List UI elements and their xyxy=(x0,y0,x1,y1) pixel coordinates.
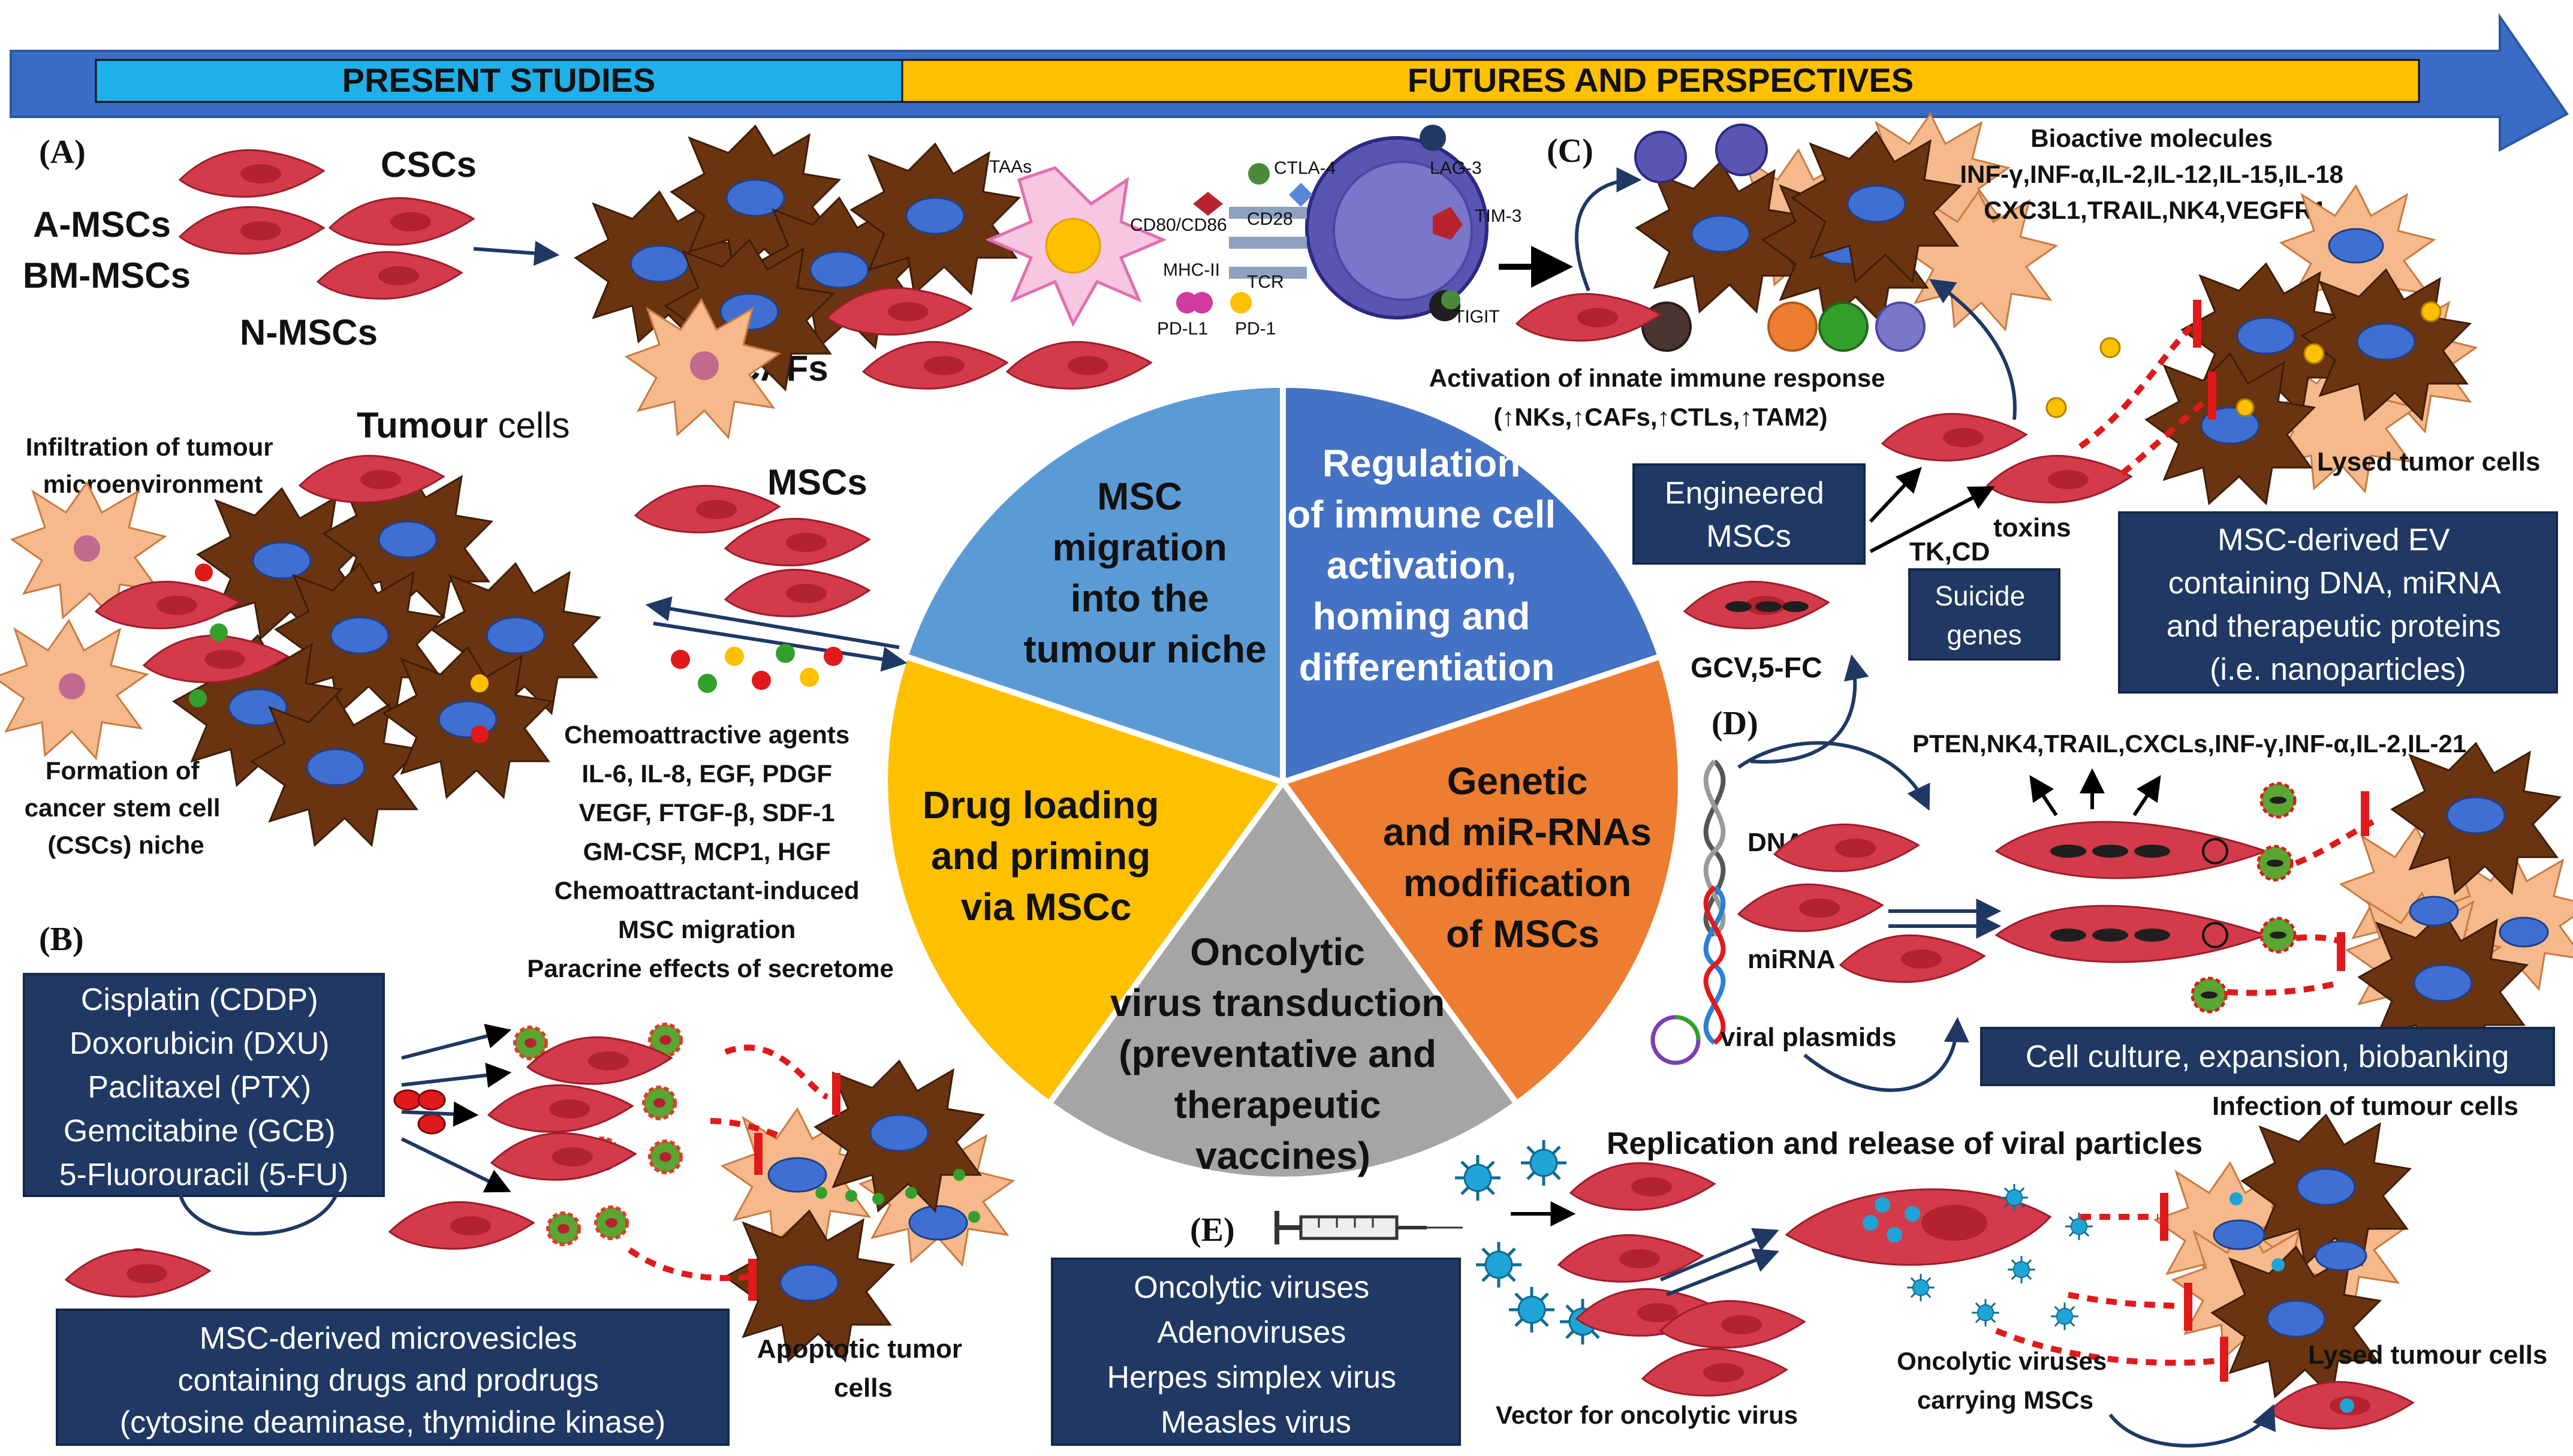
replication-label: Replication and release of viral particl… xyxy=(1607,1126,2203,1161)
viruses-box xyxy=(1051,1258,1461,1446)
section-c-letter: (C) xyxy=(1547,132,1593,170)
lysed-label-c: Lysed tumor cells xyxy=(2317,447,2541,477)
section-e: Replication and release of viral particl… xyxy=(1051,1114,2547,1448)
gcv-label: GCV,5-FC xyxy=(1691,652,1822,684)
formation-label: Formation of cancer stem cell (CSCs) nic… xyxy=(25,756,228,859)
lysed-cluster-e xyxy=(2154,1114,2411,1398)
immune-label-mhcii: MHC-II xyxy=(1163,260,1220,280)
ev-label: MSC-derived EV containing DNA, miRNA and… xyxy=(2167,523,2509,687)
vesicle xyxy=(515,1027,546,1059)
suicide-box xyxy=(1908,568,2060,661)
section-e-letter: (E) xyxy=(1190,1211,1235,1249)
section-a-letter: (A) xyxy=(39,134,86,171)
plasmid-icon xyxy=(1650,1015,1701,1065)
wheel-label-regulation: Regulation of immune cell activation, ho… xyxy=(1287,442,1566,689)
bioactive-label: Bioactive molecules INF-γ,INF-α,IL-2,IL-… xyxy=(1960,124,2350,224)
msc-source-a: A-MSCs xyxy=(33,204,171,245)
immune-label-taas: TAAs xyxy=(989,157,1032,177)
wheel-segment-regulation xyxy=(1280,381,1665,786)
immune-label-pd1: PD-1 xyxy=(1235,319,1276,339)
wheel-label-genetic: Genetic and miR-RNAs modification of MSC… xyxy=(1383,759,1662,955)
present-studies-bar xyxy=(95,59,903,103)
toxins-label: toxins xyxy=(1993,513,2071,542)
virus-particle xyxy=(1455,1155,1501,1201)
immune-label-cd80: CD80/CD86 xyxy=(1130,215,1227,235)
suicide-label: Suicide genes xyxy=(1935,578,2033,650)
drugs-box xyxy=(23,973,385,1197)
immune-label-tcr: TCR xyxy=(1247,272,1284,292)
microvesicles-box xyxy=(56,1309,730,1446)
tkcd-label: TK,CD xyxy=(1909,537,1990,566)
futures-bar xyxy=(901,59,2420,103)
tumour-cells-label: Tumour cells xyxy=(357,405,570,445)
infection-label: Infection of tumour cells xyxy=(2212,1092,2518,1121)
central-wheel: MSC migration into the tumour niche Regu… xyxy=(882,381,1684,1183)
mscs-label: MSCs xyxy=(767,462,867,502)
carrying-label: Oncolytic viruses carrying MSCs xyxy=(1897,1347,2114,1414)
t-cell xyxy=(1176,125,1489,321)
mirna-icon xyxy=(1703,885,1726,1045)
viruses-list: Oncolytic viruses Adenoviruses Herpes si… xyxy=(1107,1270,1405,1440)
chemo-agents-label: Chemoattractive agents IL-6, IL-8, EGF, … xyxy=(527,721,894,982)
engineered-label: Engineered MSCs xyxy=(1665,476,1833,554)
section-b: (B) Cisplatin (CDDP) Doxorubicin (DXU) P… xyxy=(23,921,1014,1446)
ev-box xyxy=(2118,511,2558,694)
immune-label-ctla4: CTLA-4 xyxy=(1274,158,1336,178)
vector-label: Vector for oncolytic virus xyxy=(1496,1401,1798,1429)
immune-label-tim3: TIM-3 xyxy=(1475,206,1521,226)
lysed-label-e: Lysed tumour cells xyxy=(2308,1340,2547,1370)
modified-msc xyxy=(1994,821,2269,963)
section-d: (D) PTEN,NK4,TRAIL,CXCLs,INF-γ,INF-α,IL-… xyxy=(1650,705,2573,1121)
microvesicles-label: MSC-derived microvesicles containing dru… xyxy=(120,1321,665,1440)
culture-label: Cell culture, expansion, biobanking xyxy=(2026,1039,2509,1074)
infected-msc xyxy=(1785,1188,2052,1266)
immune-cells-cluster xyxy=(1516,113,2057,352)
mirna-label: miRNA xyxy=(1748,945,1836,974)
immune-label-pdl1: PD-L1 xyxy=(1157,319,1208,339)
dendritic-cell xyxy=(985,166,1167,327)
chemoattractant-dots xyxy=(671,644,843,693)
innate-label: Activation of innate immune response (↑N… xyxy=(1429,364,1892,431)
plasmids-label: viral plasmids xyxy=(1721,1023,1896,1052)
futures-label: FUTURES AND PERSPECTIVES xyxy=(1408,61,1914,99)
section-d-letter: (D) xyxy=(1712,705,1758,742)
apoptotic-label: Apoptotic tumor cells xyxy=(757,1334,969,1403)
infiltration-label: Infiltration of tumour microenvironment xyxy=(26,433,281,498)
cscs-label: CSCs xyxy=(381,144,477,185)
wheel-label-oncolytic: Oncolytic virus transduction (preventati… xyxy=(1110,930,1456,1177)
present-studies-label: PRESENT STUDIES xyxy=(342,61,656,99)
wheel-segment-drug xyxy=(882,652,1288,1108)
engineered-box xyxy=(1632,463,1866,565)
wheel-segment-oncolytic xyxy=(1045,777,1521,1183)
immune-label-cd28: CD28 xyxy=(1247,209,1293,229)
section-c: (C) Bioactive molecules INF-γ,INF-α,IL-2… xyxy=(1429,113,2558,764)
msc-source-n: N-MSCs xyxy=(240,312,378,352)
syringe-icon xyxy=(1275,1211,1463,1244)
lysed-cluster-c xyxy=(2045,185,2477,505)
section-a: (A) A-MSCs BM-MSCs N-MSCs CSCs CAFs xyxy=(0,125,1573,982)
msc-source-bm: BM-MSCs xyxy=(23,255,191,296)
immune-label-lag3: LAG-3 xyxy=(1430,158,1482,178)
wheel-label-migration: MSC migration into the tumour niche xyxy=(1023,475,1266,671)
immune-label-tigit: TIGIT xyxy=(1454,307,1500,327)
drugs-list: Cisplatin (CDDP) Doxorubicin (DXU) Pacli… xyxy=(59,982,349,1192)
culture-box xyxy=(1980,1027,2555,1086)
msc-cell xyxy=(179,149,325,198)
wheel-segment-genetic xyxy=(1278,652,1684,1108)
section-b-letter: (B) xyxy=(39,921,84,958)
lysed-cluster-d xyxy=(2191,742,2573,1062)
wheel-segment-migration xyxy=(901,381,1286,786)
factors-label: PTEN,NK4,TRAIL,CXCLs,INF-γ,INF-α,IL-2,IL… xyxy=(1912,729,2466,758)
wheel-label-drug: Drug loading and priming via MSCc xyxy=(923,783,1170,929)
